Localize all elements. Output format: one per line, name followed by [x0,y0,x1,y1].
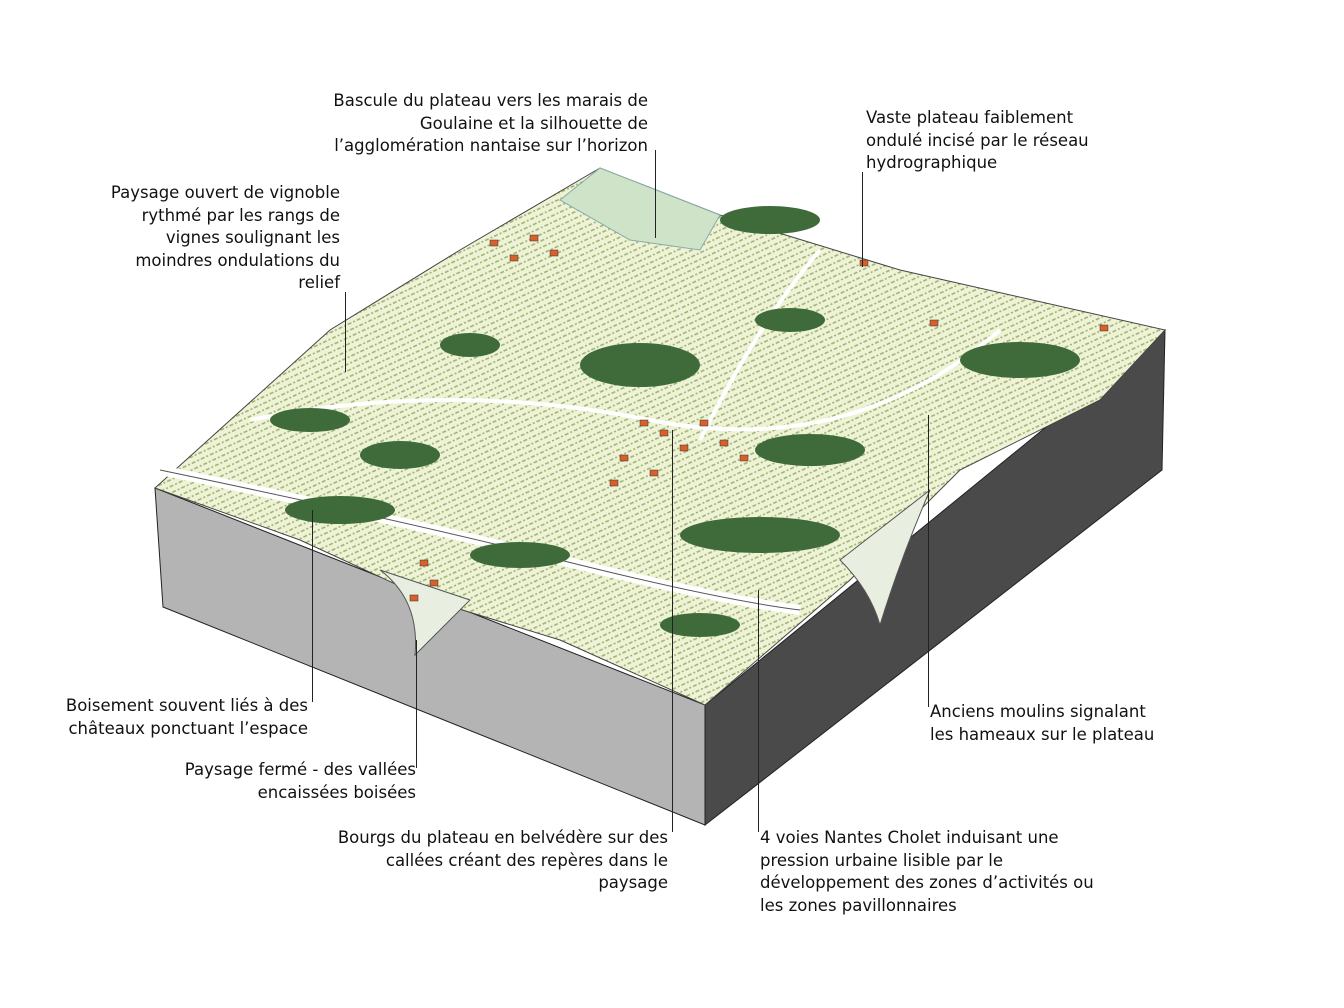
label-bourgs: Bourgs du plateau en belvédère sur des c… [338,827,668,895]
block-top-surface [154,167,1166,706]
label-moulins: Anciens moulins signalant les hameaux su… [930,701,1154,746]
label-line: l’agglomération nantaise sur l’horizon [334,136,648,155]
label-line: hydrographique [866,153,998,172]
label-voies: 4 voies Nantes Cholet induisant une pres… [760,827,1094,917]
label-line: 4 voies Nantes Cholet induisant une [760,828,1059,847]
label-line: Vaste plateau faiblement [866,108,1074,127]
label-line: Paysage fermé - des vallées [184,760,416,779]
label-line: Bascule du plateau vers les marais de [333,91,648,110]
label-line: châteaux ponctuant l’espace [68,718,308,738]
label-line: les hameaux sur le plateau [930,724,1155,744]
leader-line-voies [758,590,759,832]
label-line: Paysage ouvert de vignoble [110,183,340,202]
label-paysage-ferme: Paysage fermé - des vallées encaissées b… [185,759,416,804]
label-line: Anciens moulins signalant [930,702,1146,721]
valley-right [839,489,931,627]
label-line: encaissées boisées [257,782,416,802]
label-paysage-ouvert: Paysage ouvert de vignoble rythmé par le… [111,182,340,295]
label-line: Bourgs du plateau en belvédère sur des [337,828,668,847]
label-line: ondulé incisé par le réseau [866,130,1089,150]
road [698,248,822,441]
village-roofs [409,234,1109,602]
marsh-area [559,167,721,251]
leader-line-vaste-plateau [862,172,863,267]
label-vaste-plateau: Vaste plateau faiblement ondulé incisé p… [866,107,1089,175]
label-line: pression urbaine lisible par le [760,850,1004,870]
label-bascule: Bascule du plateau vers les marais de Go… [333,90,648,158]
leader-line-moulins [928,415,929,707]
road [249,328,1002,432]
leader-line-bascule [655,150,656,238]
label-line: vignes soulignant les [165,228,340,247]
woods [270,206,1080,637]
label-line: paysage [598,873,668,892]
leader-line-bourgs [672,430,673,832]
label-line: callées créant des repères dans le [385,850,668,870]
valley-left [379,569,471,657]
label-line: les zones pavillonnaires [760,895,957,915]
label-line: Boisement souvent liés à des [65,696,308,715]
label-line: relief [298,273,340,292]
leader-line-paysage-ferme [416,640,417,768]
label-line: développement des zones d’activités ou [760,873,1094,892]
leader-line-boisement [312,510,313,702]
label-line: rythmé par les rangs de [141,205,340,225]
label-line: moindres ondulations du [135,250,340,270]
label-line: Goulaine et la silhouette de [419,113,648,133]
block-right-face [704,328,1166,827]
label-boisement: Boisement souvent liés à des châteaux po… [66,695,308,740]
leader-line-paysage-ouvert [345,292,346,372]
